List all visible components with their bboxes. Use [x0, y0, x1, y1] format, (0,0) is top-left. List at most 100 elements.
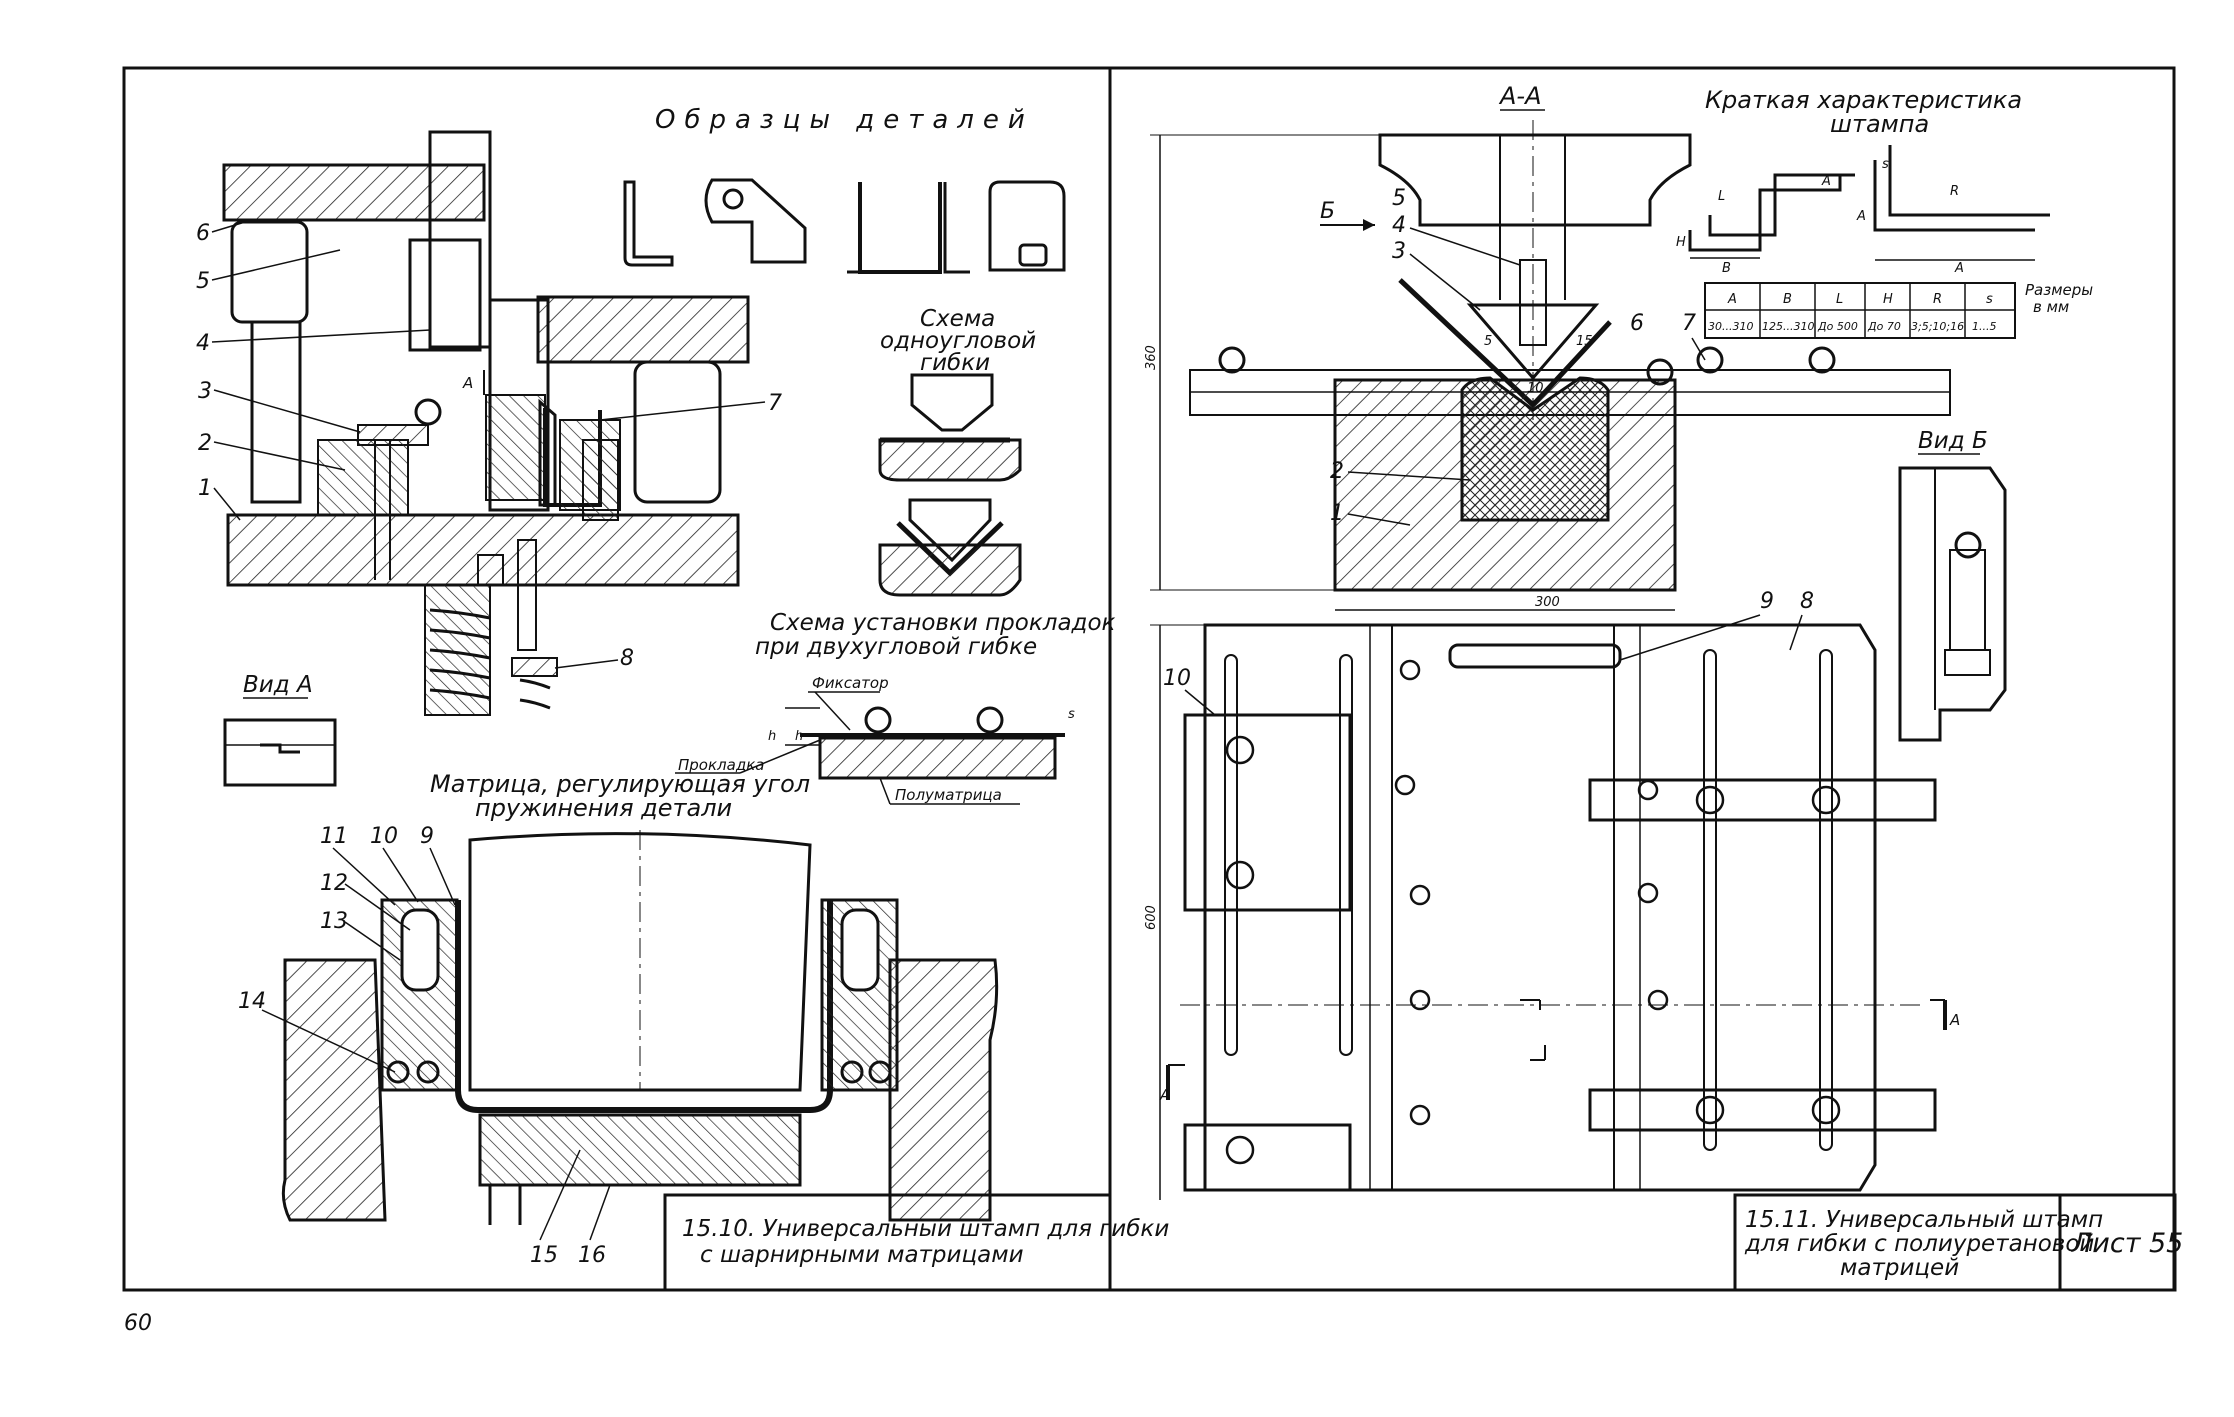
table-header-A: A — [1727, 292, 1737, 307]
table-value-L: До 500 — [1817, 320, 1858, 333]
table-header-H: H — [1883, 292, 1893, 307]
profile-label-A3: A — [1954, 261, 1964, 276]
table-header-s: s — [1986, 292, 1993, 307]
caption-15-10: 15.10. Универсальный штамп для гибки с ш… — [663, 1193, 1169, 1292]
callout-2: 2 — [198, 431, 212, 456]
view-a-arrow-label: А — [462, 374, 473, 392]
page-number: 60 — [124, 1311, 152, 1336]
callout-10: 10 — [370, 824, 398, 849]
callout-11: 11 — [320, 824, 348, 849]
callout-6: 6 — [196, 221, 210, 246]
view-b: Вид Б — [1898, 428, 2007, 742]
section-a-a-label: А-А — [1498, 82, 1542, 110]
profile-label-A2: A — [1856, 209, 1866, 224]
characteristics-table: A B L H R s 30...310 125...310 До 500 До… — [1704, 281, 2093, 339]
table-header-R: R — [1933, 292, 1942, 307]
matrix-callouts: 11 10 9 12 13 14 15 16 — [238, 824, 611, 1268]
callout-4: 4 — [196, 331, 210, 356]
section-mark-a-right: А — [1949, 1011, 1960, 1029]
hinged-die-assembly — [222, 130, 750, 716]
caption-15-10-line2: с шарнирными матрицами — [700, 1242, 1024, 1268]
plan-slots — [1224, 649, 1833, 1151]
view-b-arrow: Б — [1320, 199, 1335, 224]
angle-label-5: 5 — [1484, 334, 1492, 349]
view-a-label: Вид А — [243, 672, 313, 698]
angle-label-15: 15 — [1576, 334, 1593, 349]
profile-label-A1: A — [1821, 174, 1831, 189]
callout-7: 7 — [768, 391, 782, 416]
table-header-L: L — [1836, 292, 1843, 307]
single-bend-title-line1: Схема — [920, 306, 995, 332]
profile-label-B: B — [1722, 261, 1731, 276]
callout-r9: 9 — [1760, 589, 1774, 614]
profile-label-H: H — [1676, 235, 1686, 250]
plan-view: 600 А А — [1144, 623, 1960, 1200]
dim-width-300: 300 — [1535, 595, 1560, 610]
callout-r1: 1 — [1330, 501, 1344, 526]
table-note-line2: в мм — [2033, 298, 2069, 316]
table-value-A: 30...310 — [1708, 320, 1753, 333]
caption-15-11: 15.11. Универсальный штамп для гибки с п… — [1733, 1193, 2183, 1292]
matrix-title-line1: Матрица, регулирующая угол — [430, 770, 810, 798]
single-bend-title-line3: гибки — [920, 350, 990, 376]
callout-9: 9 — [420, 824, 434, 849]
single-bend-title-line2: одноугловой — [880, 328, 1036, 354]
shim-scheme: Схема установки прокладок при двухуглово… — [675, 610, 1116, 805]
right-panel: А-А Краткая характеристика штампа 360 — [1144, 82, 2183, 1292]
section-callouts: Б 5 4 3 2 1 6 7 — [1320, 186, 1706, 526]
adjustable-matrix: Матрица, регулирующая угол пружинения де… — [281, 770, 999, 1225]
view-a: Вид А — [223, 672, 337, 787]
profile-label-s: s — [1882, 157, 1889, 172]
callout-15: 15 — [530, 1243, 558, 1268]
callout-r2: 2 — [1330, 459, 1344, 484]
callout-1: 1 — [198, 476, 212, 501]
table-value-B: 125...310 — [1762, 320, 1814, 333]
profile-sketches: L H B A s A R A — [1676, 145, 2050, 276]
callout-r3: 3 — [1392, 239, 1406, 264]
shim-label-s: s — [1068, 707, 1075, 722]
matrix-title-line2: пружинения детали — [475, 794, 732, 822]
dim-height-360: 360 — [1144, 345, 1159, 370]
callout-r4: 4 — [1392, 213, 1406, 238]
plan-callouts: 10 9 8 — [1163, 589, 1814, 716]
shim-label-h2: h — [795, 729, 803, 744]
plan-bolts — [1225, 659, 1841, 1165]
profile-label-L: L — [1718, 189, 1725, 204]
section-a-a: 360 300 5 15 10 — [1144, 120, 1951, 611]
caption-15-11-line1: 15.11. Универсальный штамп — [1745, 1207, 2103, 1233]
table-header-B: B — [1783, 292, 1792, 307]
table-value-H: До 70 — [1867, 320, 1901, 333]
table-value-R: 3;5;10;16 — [1911, 320, 1964, 333]
callout-16: 16 — [578, 1243, 606, 1268]
shim-title-line2: при двухугловой гибке — [755, 634, 1037, 660]
angle-label-10: 10 — [1527, 381, 1544, 396]
summary-title-line2: штампа — [1830, 110, 1929, 138]
callout-r7: 7 — [1682, 311, 1696, 336]
view-b-label: Вид Б — [1918, 428, 1988, 454]
shim-label-shim: Прокладка — [678, 756, 764, 774]
section-mark-a-left: А — [1159, 1086, 1170, 1104]
sample-parts — [623, 178, 1066, 274]
callout-r10: 10 — [1163, 666, 1191, 691]
table-note-line1: Размеры — [2025, 281, 2093, 299]
samples-title: Образцы деталей — [655, 105, 1034, 135]
sheet-label: Лист 55 — [2071, 1228, 2183, 1259]
profile-label-R: R — [1950, 184, 1959, 199]
caption-15-11-line2: для гибки с полиуретановой — [1744, 1231, 2094, 1257]
shim-label-fixator: Фиксатор — [812, 674, 889, 692]
callout-5: 5 — [196, 269, 210, 294]
sheet-frame — [122, 66, 2176, 1292]
callout-12: 12 — [320, 871, 348, 896]
shim-label-half-die: Полуматрица — [895, 786, 1002, 804]
summary-title-line1: Краткая характеристика — [1705, 86, 2022, 114]
shim-label-h1: h — [768, 729, 776, 744]
single-bend-scheme: Схема одноугловой гибки — [878, 306, 1036, 597]
caption-15-11-line3: матрицей — [1840, 1255, 1959, 1281]
callout-r5: 5 — [1392, 186, 1406, 211]
callout-3: 3 — [198, 379, 212, 404]
dim-length-600: 600 — [1144, 905, 1159, 930]
callout-r8: 8 — [1800, 589, 1814, 614]
assembly-callouts: 6 5 4 3 2 1 7 8 А — [196, 221, 782, 671]
callout-13: 13 — [320, 909, 348, 934]
